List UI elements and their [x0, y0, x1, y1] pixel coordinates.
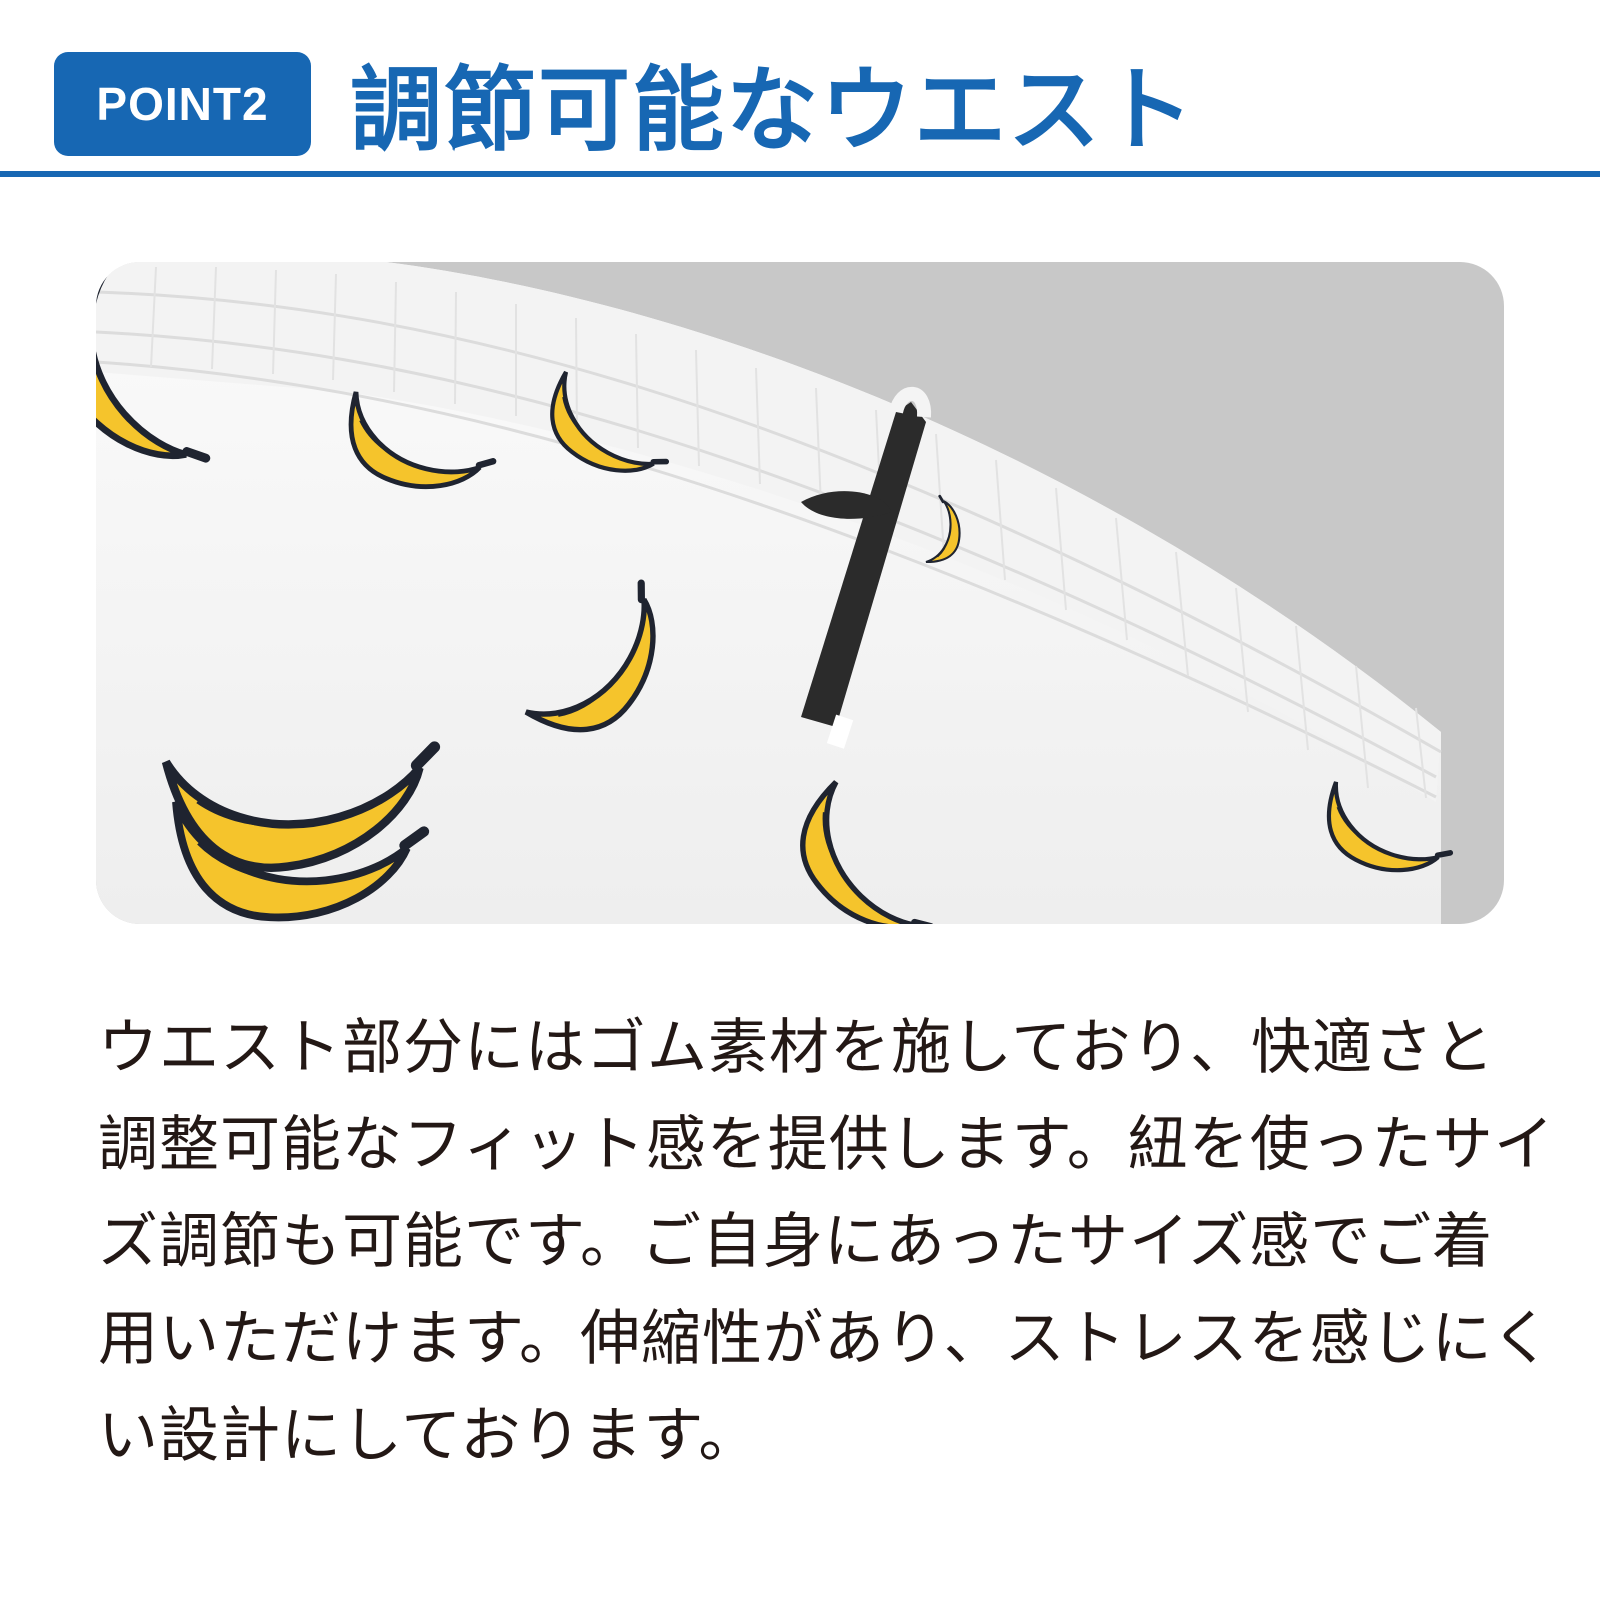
product-photo — [96, 262, 1504, 924]
description-line: ズ調節も可能です。ご自身にあったサイズ感でご着 — [98, 1207, 1494, 1277]
header-divider — [0, 171, 1600, 177]
point-badge: POINT2 — [54, 52, 311, 156]
description-line: 調整可能なフィット感を提供します。紐を使ったサイ — [98, 1110, 1555, 1180]
header: POINT2 調節可能なウエスト — [0, 0, 1600, 178]
description: ウエスト部分にはゴム素材を施しており、快適さと 調整可能なフィット感を提供します… — [98, 1000, 1555, 1485]
description-line: ウエスト部分にはゴム素材を施しており、快適さと — [98, 1013, 1495, 1083]
page-title: 調節可能なウエスト — [350, 56, 1197, 164]
description-line: い設計にしております。 — [98, 1401, 760, 1471]
description-line: 用いただけます。伸縮性があり、ストレスを感じにく — [98, 1304, 1553, 1374]
banana-print-shorts-icon — [96, 262, 1504, 924]
